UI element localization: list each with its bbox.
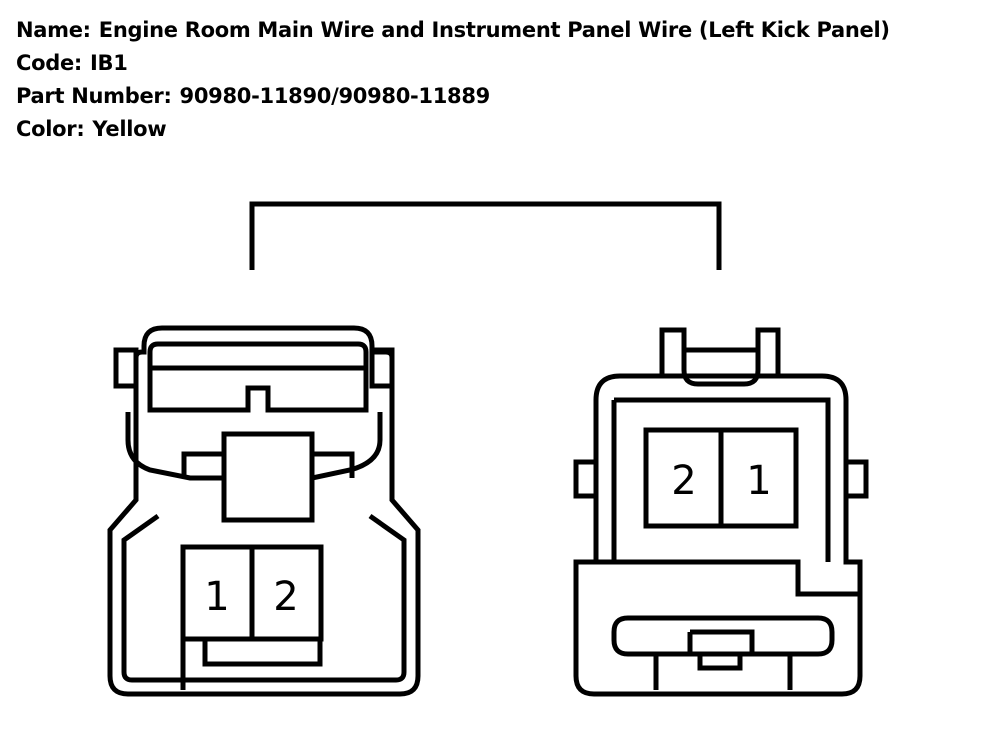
left-pin-label: 2 — [273, 574, 298, 620]
right-connector-ear-right — [843, 459, 869, 499]
right-connector-outer-shell — [573, 373, 863, 697]
right-connector: 2 1 — [573, 327, 869, 697]
left-connector-inner-shell — [121, 513, 407, 683]
color-label: Color: — [16, 117, 85, 141]
left-connector-lock-block — [221, 431, 315, 523]
right-connector-inner-step — [578, 559, 860, 597]
code-value: IB1 — [90, 51, 128, 75]
color-value: Yellow — [92, 117, 167, 141]
left-connector-top-latch — [147, 341, 369, 398]
color-row: Color: Yellow — [16, 113, 890, 146]
right-connector-ear-left — [573, 459, 599, 499]
right-connector-bottom-tab — [697, 651, 743, 671]
name-label: Name: — [16, 18, 91, 42]
code-label: Code: — [16, 51, 83, 75]
right-connector-top-notch — [681, 350, 761, 387]
part-number-row: Part Number: 90980-11890/90980-11889 — [16, 80, 890, 113]
connector-info: Name: Engine Room Main Wire and Instrumen… — [16, 14, 890, 146]
left-connector: 1 2 — [107, 325, 421, 697]
right-pin-label: 1 — [746, 458, 771, 504]
left-connector-latch-body — [125, 412, 383, 523]
part-number-label: Part Number: — [16, 84, 172, 108]
left-connector-latch-step — [147, 385, 369, 413]
left-connector-bottom-key — [180, 639, 323, 690]
left-connector-lock-wings — [181, 451, 355, 478]
name-value: Engine Room Main Wire and Instrument Pan… — [98, 18, 890, 42]
left-connector-ear-right — [369, 347, 395, 389]
right-connector-bottom-key — [653, 629, 793, 690]
mating-bracket — [249, 201, 722, 270]
code-row: Code: IB1 — [16, 47, 890, 80]
name-row: Name: Engine Room Main Wire and Instrumen… — [16, 14, 890, 47]
left-connector-ear-left — [113, 347, 139, 389]
right-connector-bottom-latch — [611, 615, 835, 657]
right-connector-inner-frame — [611, 397, 831, 562]
right-connector-top-tabs — [659, 327, 781, 376]
right-pin-label: 2 — [671, 458, 696, 504]
left-pin-label: 1 — [204, 574, 229, 620]
part-number-value: 90980-11890/90980-11889 — [179, 84, 491, 108]
